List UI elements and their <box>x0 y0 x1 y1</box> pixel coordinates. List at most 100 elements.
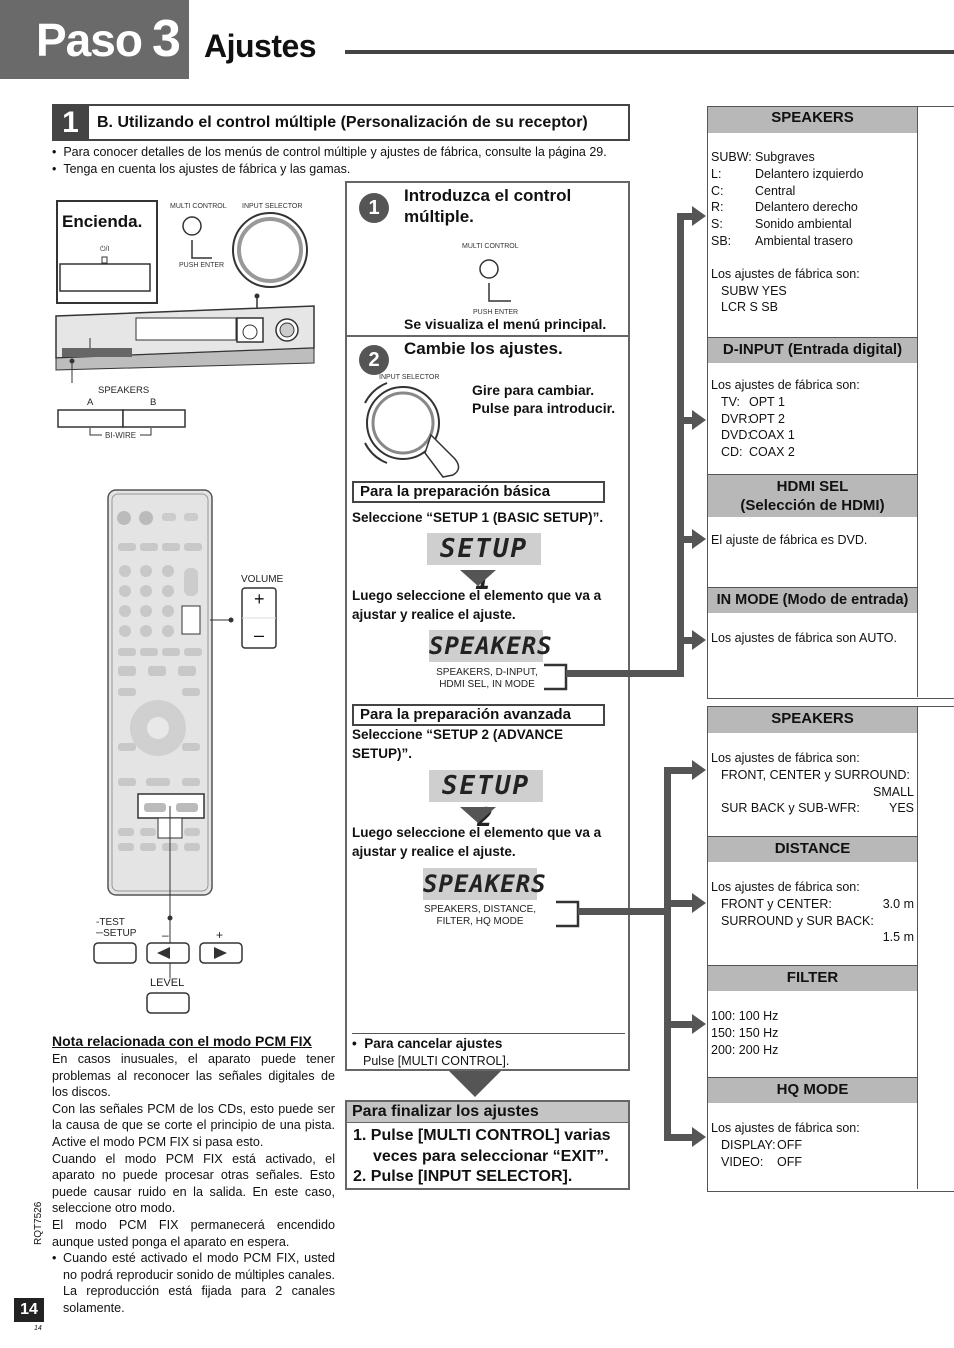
page-title: Ajustes <box>204 28 317 64</box>
section-number: 1 <box>52 104 89 141</box>
finish-heading: Para finalizar los ajustes <box>347 1102 628 1123</box>
step1-multi-label: MULTI CONTROL <box>462 243 519 250</box>
step2-title: Cambie los ajustes. <box>404 339 563 358</box>
inmode-body: Los ajustes de fábrica son AUTO. <box>708 613 918 697</box>
volume-label: VOLUME <box>241 574 284 585</box>
lcd-setup2: SETUP 2 <box>429 770 543 833</box>
encienda-label: Encienda. <box>62 212 143 231</box>
volume-plus-icon: + <box>254 589 265 609</box>
page-number: 14 <box>14 1298 44 1322</box>
connector-stub <box>677 417 694 424</box>
step-word: Paso <box>36 14 143 66</box>
arrow-right-icon <box>692 893 706 913</box>
arrow-right-icon <box>692 630 706 650</box>
basic-connector <box>566 670 684 677</box>
push-enter-label: PUSH ENTER <box>179 262 225 269</box>
connector-stub <box>664 1021 694 1028</box>
speakers-b-label: B <box>150 397 157 408</box>
advanced-settings-table: SPEAKERS Los ajustes de fábrica son: FRO… <box>707 706 954 1192</box>
final-arrow-icon <box>449 1071 501 1097</box>
remote-drawing <box>93 489 277 1014</box>
dinput-head: D-INPUT (Entrada digital) <box>708 337 918 363</box>
connector-stub <box>677 536 694 543</box>
small-page-number: 14 <box>34 1325 42 1332</box>
step2-circle: 2 <box>359 345 389 375</box>
connector-stub <box>664 900 694 907</box>
plus-label: + <box>216 928 224 942</box>
distance-body: Los ajustes de fábrica son: FRONT y CENT… <box>708 862 918 965</box>
basic-setup-heading: Para la preparación básica <box>352 481 605 503</box>
input-selector-knob-icon <box>364 382 460 478</box>
filter-body: 100: 100 Hz 150: 150 Hz 200: 200 Hz <box>708 991 918 1077</box>
title-rule <box>345 50 954 54</box>
basic-then-text: Luego seleccione el elemento que va a aj… <box>352 588 602 622</box>
filter-head: FILTER <box>708 965 918 991</box>
arrow-right-icon <box>692 1014 706 1034</box>
connector-stub <box>677 213 694 220</box>
step2-hint-press: Pulse para introducir. <box>472 400 616 416</box>
bullet-item: • Tenga en cuenta los ajustes de fábrica… <box>52 162 351 176</box>
receiver-illustration: Encienda. ⏻/I MULTI CONTROL INPUT SELECT… <box>52 198 337 443</box>
hdmi-body: El ajuste de fábrica es DVD. <box>708 517 918 587</box>
finish-step-2: 2. Pulse [INPUT SELECTOR]. <box>353 1168 573 1185</box>
advanced-setup-heading: Para la preparación avanzada <box>352 704 605 726</box>
dinput-body: Los ajustes de fábrica son: TV:OPT 1 DVR… <box>708 363 918 474</box>
hq-mode-head: HQ MODE <box>708 1077 918 1103</box>
finish-step-1: 1. Pulse [MULTI CONTROL] varias <box>353 1127 611 1144</box>
volume-minus-icon: – <box>254 625 265 645</box>
bullet-item: • Para conocer detalles de los menús de … <box>52 145 607 159</box>
adv-speakers-head: SPEAKERS <box>708 707 918 733</box>
basic-caption: SPEAKERS, D-INPUT, HDMI SEL, IN MODE <box>436 667 538 690</box>
finish-box: Para finalizar los ajustes 1. Pulse [MUL… <box>345 1100 630 1190</box>
adv-speakers-body: Los ajustes de fábrica son: FRONT, CENTE… <box>708 733 918 836</box>
advanced-connector <box>578 908 671 915</box>
multi-control-knob-icon <box>479 259 511 302</box>
speakers-label: SPEAKERS <box>98 385 150 396</box>
advanced-connector-vertical <box>664 767 671 1141</box>
multi-control-label: MULTI CONTROL <box>170 203 227 210</box>
cancel-title: • Para cancelar ajustes <box>352 1036 503 1051</box>
speakers-a-label: A <box>87 397 94 408</box>
cancel-rule <box>352 1033 625 1034</box>
advanced-bracket <box>556 900 580 928</box>
arrow-right-icon <box>692 410 706 430</box>
arrow-right-icon <box>692 760 706 780</box>
remote-illustration: VOLUME + – -TEST ─SETUP – + LEVEL <box>90 488 290 1018</box>
down-arrow-icon <box>460 807 496 823</box>
advanced-then-text: Luego seleccione el elemento que va a aj… <box>352 825 602 859</box>
section-heading: B. Utilizando el control múltiple (Perso… <box>89 104 630 141</box>
minus-label: – <box>162 928 169 942</box>
down-arrow-icon <box>460 570 496 586</box>
receiver-drawing <box>55 200 315 436</box>
panel-divider <box>347 335 628 337</box>
bullet-list: • Para conocer detalles de los menús de … <box>52 144 642 178</box>
finish-step-1b: veces para seleccionar “EXIT”. <box>373 1147 609 1165</box>
connector-stub <box>677 637 694 644</box>
step1-note: Se visualiza el menú principal. <box>404 316 607 332</box>
lcd-setup1: SETUP 1 <box>427 533 541 596</box>
step2-hint-turn: Gire para cambiar. <box>472 382 595 398</box>
test-setup-label: -TEST ─SETUP <box>96 917 137 939</box>
step1-circle: 1 <box>359 193 389 223</box>
cancel-text: Pulse [MULTI CONTROL]. <box>363 1054 510 1068</box>
step1-push-label: PUSH ENTER <box>473 309 519 316</box>
advanced-select-text: Seleccione “SETUP 2 (ADVANCE SETUP)”. <box>352 727 564 761</box>
arrow-right-icon <box>692 529 706 549</box>
hq-mode-body: Los ajustes de fábrica son: DISPLAY:OFF … <box>708 1103 918 1189</box>
distance-head: DISTANCE <box>708 836 918 862</box>
lcd-speakers1: SPEAKERS <box>429 630 553 662</box>
basic-select-text: Seleccione “SETUP 1 (BASIC SETUP)”. <box>352 510 604 525</box>
step-number: 3 <box>151 10 181 68</box>
bi-wire-label: BI-WIRE <box>105 431 137 440</box>
input-selector-label: INPUT SELECTOR <box>242 203 303 210</box>
lcd-speakers2: SPEAKERS <box>423 868 547 900</box>
basic-speakers-head: SPEAKERS <box>708 107 918 133</box>
note-body: En casos inusuales, el aparato puede ten… <box>52 1052 335 1315</box>
advanced-caption: SPEAKERS, DISTANCE, FILTER, HQ MODE <box>423 904 537 927</box>
power-label: ⏻/I <box>100 246 110 253</box>
note-title: Nota relacionada con el modo PCM FIX <box>52 1033 312 1049</box>
arrow-right-icon <box>692 1127 706 1147</box>
arrow-right-icon <box>692 206 706 226</box>
basic-bracket <box>544 663 568 691</box>
